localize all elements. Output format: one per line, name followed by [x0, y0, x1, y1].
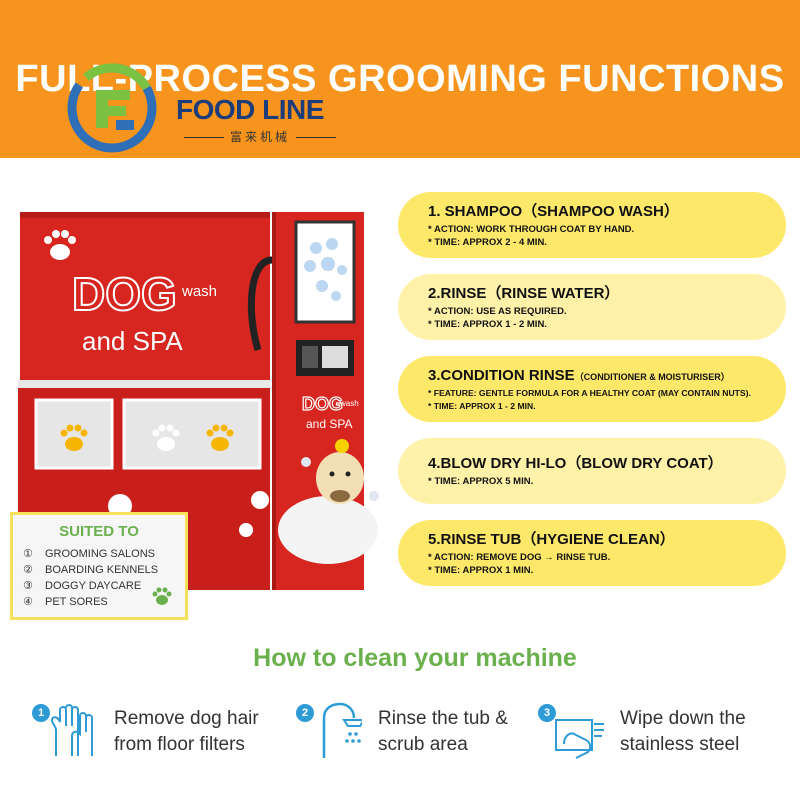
function-card-condition-rinse: 3.CONDITION RINSE（CONDITIONER & MOISTURI… [398, 356, 786, 422]
paw-icon-window-2 [152, 424, 180, 451]
gloves-icon [50, 704, 93, 756]
card-line: * TIME: APPROX 1 - 2 MIN. [428, 401, 536, 411]
header-banner: FULL-PROCESS GROOMING FUNCTIONS FOOD LIN… [0, 0, 800, 158]
function-card-shampoo: 1. SHAMPOO（SHAMPOO WASH） * ACTION: WORK … [398, 192, 786, 258]
paw-icon-window-3 [206, 424, 234, 451]
function-card-rinse-tub: 5.RINSE TUB（HYGIENE CLEAN） * ACTION: REM… [398, 520, 786, 586]
card-line: * ACTION: WORK THROUGH COAT BY HAND. [428, 224, 635, 235]
paw-icon-window-1 [60, 424, 88, 451]
card-title: 5.RINSE TUB（HYGIENE CLEAN） [428, 531, 675, 548]
step-text: Rinse the tub &scrub area [378, 708, 508, 755]
logo-subtitle: 富来机械 [178, 128, 342, 145]
brand-wash-text: wash [181, 283, 217, 300]
card-title: 1. SHAMPOO（SHAMPOO WASH） [428, 203, 679, 220]
shower-icon [322, 702, 362, 758]
paw-icon [44, 230, 76, 260]
card-line: * FEATURE: GENTLE FORMULA FOR A HEALTHY … [428, 388, 751, 398]
card-title: 4.BLOW DRY HI-LO（BLOW DRY COAT） [428, 455, 723, 472]
dog-wash-machine-image: DOG wash and SPA DOG wash and SPA [18, 212, 379, 590]
brand-spa-text: and SPA [82, 326, 183, 356]
step-number-badge: 3 [538, 704, 556, 722]
logo-wordmark: FOOD LINE [176, 94, 324, 125]
brand-logo: FOOD LINE 富来机械 [66, 62, 366, 153]
food-line-logo-icon [67, 63, 157, 153]
card-line: * TIME: APPROX 5 MIN. [428, 476, 534, 487]
card-line: * ACTION: REMOVE DOG → RINSE TUB. [428, 552, 611, 563]
card-line: * TIME: APPROX 1 MIN. [428, 565, 534, 576]
brand-small-wash-text: wash [339, 399, 359, 408]
card-line: * TIME: APPROX 2 - 4 MIN. [428, 237, 547, 248]
card-line: * TIME: APPROX 1 - 2 MIN. [428, 319, 547, 330]
wipe-hand-icon [555, 719, 604, 759]
card-line: * ACTION: USE AS REQUIRED. [428, 306, 567, 317]
clean-section-title: How to clean your machine [253, 644, 577, 672]
clean-step-2: 2 Rinse the tub &scrub area [296, 700, 536, 770]
brand-dog-text: DOG [72, 268, 177, 320]
brand-small-spa-text: and SPA [306, 417, 352, 431]
card-title: 3.CONDITION RINSE（CONDITIONER & MOISTURI… [428, 367, 730, 384]
function-card-rinse: 2.RINSE（RINSE WATER） * ACTION: USE AS RE… [398, 274, 786, 340]
machine-illustration: DOG wash and SPA DOG wash and SPA [10, 200, 390, 620]
function-card-blow-dry: 4.BLOW DRY HI-LO（BLOW DRY COAT） * TIME: … [398, 438, 786, 504]
card-title: 2.RINSE（RINSE WATER） [428, 285, 620, 302]
brand-small-dog-text: DOG [302, 394, 343, 414]
step-number-badge: 2 [296, 704, 314, 722]
step-number-badge: 1 [32, 704, 50, 722]
suited-title: SUITED TO [59, 523, 139, 540]
green-paw-icon [152, 587, 172, 605]
